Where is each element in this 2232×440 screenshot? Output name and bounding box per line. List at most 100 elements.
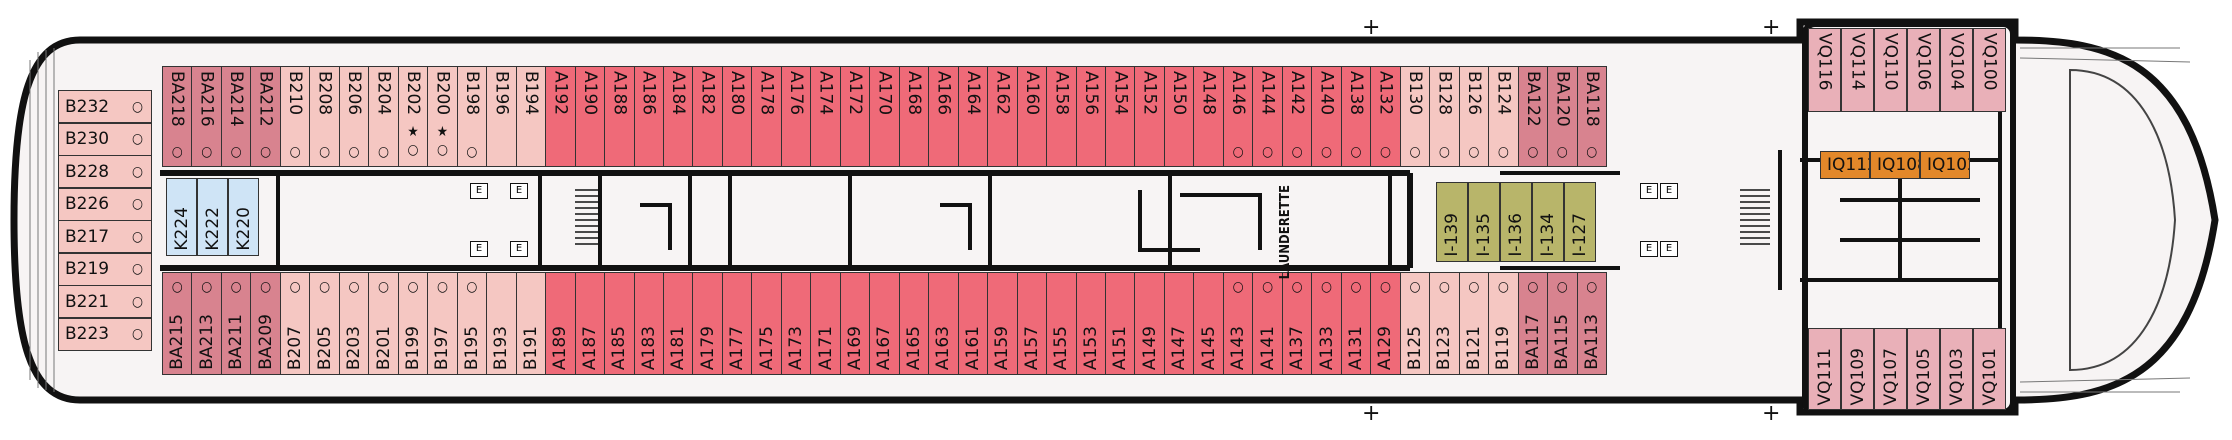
cabin-a141[interactable]: A141○ — [1252, 272, 1283, 375]
cabin-a163[interactable]: A163 — [928, 272, 959, 375]
cabin-b217[interactable]: B217○ — [58, 220, 152, 253]
cabin-a148[interactable]: A148 — [1193, 66, 1224, 167]
cabin-a138[interactable]: A138○ — [1340, 66, 1372, 167]
cabin-b206[interactable]: B206○ — [338, 66, 370, 167]
cabin-a146[interactable]: A146○ — [1222, 66, 1254, 167]
cabin-b205[interactable]: B205○ — [309, 272, 340, 375]
cabin-a159[interactable]: A159 — [987, 272, 1018, 375]
cabin-a175[interactable]: A175 — [751, 272, 782, 375]
cabin-a178[interactable]: A178 — [751, 66, 782, 167]
cabin-k220[interactable]: K220 — [228, 178, 259, 256]
cabin-a129[interactable]: A129○ — [1370, 272, 1401, 375]
cabin-vq111[interactable]: VQ111 — [1808, 328, 1841, 410]
cabin-ba209[interactable]: BA209○ — [250, 272, 281, 375]
cabin-a144[interactable]: A144○ — [1252, 66, 1283, 167]
cabin-a150[interactable]: A150 — [1163, 66, 1195, 167]
cabin-ba118[interactable]: BA118○ — [1576, 66, 1607, 167]
cabin-a145[interactable]: A145 — [1193, 272, 1224, 375]
cabin-b210[interactable]: B210○ — [279, 66, 311, 167]
cabin-a190[interactable]: A190 — [574, 66, 606, 167]
cabin-b221[interactable]: B221○ — [58, 285, 152, 318]
cabin-b196[interactable]: B196 — [486, 66, 517, 167]
cabin-ba113[interactable]: BA113○ — [1576, 272, 1607, 375]
cabin-b199[interactable]: B199○ — [397, 272, 429, 375]
cabin-i-134[interactable]: I-134 — [1532, 182, 1564, 262]
cabin-b223[interactable]: B223○ — [58, 317, 152, 351]
cabin-ba115[interactable]: BA115○ — [1547, 272, 1578, 375]
cabin-a184[interactable]: A184 — [662, 66, 694, 167]
cabin-a155[interactable]: A155 — [1046, 272, 1077, 375]
cabin-a192[interactable]: A192 — [545, 66, 576, 167]
cabin-b202[interactable]: B202★○ — [397, 66, 429, 167]
cabin-vq107[interactable]: VQ107 — [1874, 328, 1907, 410]
cabin-a182[interactable]: A182 — [692, 66, 723, 167]
cabin-b208[interactable]: B208○ — [309, 66, 340, 167]
cabin-ba214[interactable]: BA214○ — [220, 66, 252, 167]
cabin-a186[interactable]: A186 — [633, 66, 664, 167]
cabin-a169[interactable]: A169 — [839, 272, 871, 375]
cabin-b230[interactable]: B230○ — [58, 122, 152, 156]
cabin-a183[interactable]: A183 — [633, 272, 664, 375]
cabin-b203[interactable]: B203○ — [338, 272, 370, 375]
cabin-b207[interactable]: B207○ — [279, 272, 311, 375]
cabin-a158[interactable]: A158 — [1046, 66, 1077, 167]
cabin-a151[interactable]: A151 — [1105, 272, 1136, 375]
cabin-a179[interactable]: A179 — [692, 272, 723, 375]
cabin-a174[interactable]: A174 — [810, 66, 841, 167]
cabin-vq114[interactable]: VQ114 — [1841, 28, 1874, 112]
cabin-b191[interactable]: B191 — [515, 272, 547, 375]
cabin-vq101[interactable]: VQ101 — [1973, 328, 2006, 410]
cabin-a142[interactable]: A142○ — [1281, 66, 1313, 167]
cabin-vq106[interactable]: VQ106 — [1907, 28, 1940, 112]
cabin-a166[interactable]: A166 — [928, 66, 959, 167]
cabin-a152[interactable]: A152 — [1134, 66, 1165, 167]
cabin-b121[interactable]: B121○ — [1458, 272, 1490, 375]
cabin-b124[interactable]: B124○ — [1488, 66, 1519, 167]
cabin-a167[interactable]: A167 — [869, 272, 900, 375]
cabin-ba216[interactable]: BA216○ — [191, 66, 222, 167]
cabin-a165[interactable]: A165 — [898, 272, 930, 375]
cabin-a132[interactable]: A132○ — [1370, 66, 1401, 167]
cabin-a188[interactable]: A188 — [604, 66, 635, 167]
cabin-k224[interactable]: K224 — [166, 178, 197, 256]
cabin-a181[interactable]: A181 — [662, 272, 694, 375]
cabin-i-139[interactable]: I-139 — [1436, 182, 1468, 262]
cabin-a164[interactable]: A164 — [957, 66, 989, 167]
cabin-a187[interactable]: A187 — [574, 272, 606, 375]
cabin-b198[interactable]: B198○ — [456, 66, 488, 167]
cabin-i-136[interactable]: I-136 — [1500, 182, 1532, 262]
cabin-vq116[interactable]: VQ116 — [1808, 28, 1841, 112]
cabin-a149[interactable]: A149 — [1134, 272, 1165, 375]
cabin-a153[interactable]: A153 — [1075, 272, 1107, 375]
cabin-a160[interactable]: A160 — [1016, 66, 1048, 167]
cabin-a140[interactable]: A140○ — [1311, 66, 1342, 167]
cabin-a189[interactable]: A189 — [545, 272, 576, 375]
cabin-vq103[interactable]: VQ103 — [1940, 328, 1973, 410]
cabin-b228[interactable]: B228○ — [58, 155, 152, 188]
cabin-a162[interactable]: A162 — [987, 66, 1018, 167]
cabin-b193[interactable]: B193 — [486, 272, 517, 375]
cabin-b195[interactable]: B195○ — [456, 272, 488, 375]
cabin-a154[interactable]: A154 — [1105, 66, 1136, 167]
cabin-ba117[interactable]: BA117○ — [1517, 272, 1549, 375]
cabin-vq100[interactable]: VQ100 — [1973, 28, 2006, 112]
cabin-a156[interactable]: A156 — [1075, 66, 1107, 167]
cabin-a177[interactable]: A177 — [721, 272, 753, 375]
cabin-b200[interactable]: B200★○ — [427, 66, 458, 167]
cabin-ba212[interactable]: BA212○ — [250, 66, 281, 167]
cabin-b194[interactable]: B194 — [515, 66, 547, 167]
cabin-vq104[interactable]: VQ104 — [1940, 28, 1973, 112]
cabin-b123[interactable]: B123○ — [1429, 272, 1460, 375]
cabin-b128[interactable]: B128○ — [1429, 66, 1460, 167]
cabin-k222[interactable]: K222 — [197, 178, 228, 256]
cabin-a173[interactable]: A173 — [780, 272, 812, 375]
cabin-b204[interactable]: B204○ — [368, 66, 399, 167]
cabin-b126[interactable]: B126○ — [1458, 66, 1490, 167]
cabin-a133[interactable]: A133○ — [1311, 272, 1342, 375]
cabin-a131[interactable]: A131○ — [1340, 272, 1372, 375]
cabin-ba211[interactable]: BA211○ — [220, 272, 252, 375]
cabin-ba215[interactable]: BA215○ — [162, 272, 193, 375]
cabin-a176[interactable]: A176 — [780, 66, 812, 167]
cabin-vq109[interactable]: VQ109 — [1841, 328, 1874, 410]
cabin-ba218[interactable]: BA218○ — [162, 66, 193, 167]
